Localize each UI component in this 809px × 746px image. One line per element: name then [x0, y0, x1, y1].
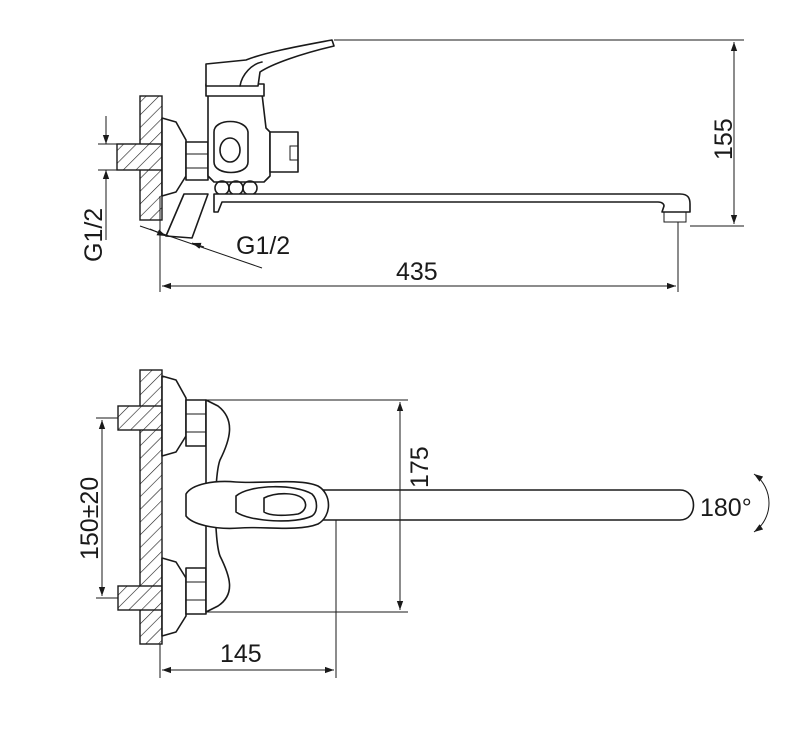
thread-vertical-label: G1/2	[80, 208, 108, 262]
top-inlet-upper	[117, 405, 163, 431]
length-label: 435	[396, 258, 438, 286]
side-lever-handle	[205, 39, 335, 87]
top-nut-upper	[185, 399, 207, 447]
thread-angled-label: G1/2	[236, 232, 290, 260]
side-inlet-pipe	[116, 143, 163, 171]
side-escutcheon	[161, 117, 187, 197]
top-escutcheon-lower	[161, 557, 187, 637]
top-wall	[139, 369, 163, 645]
side-view: G1/2 G1/2 155 435	[80, 39, 744, 292]
top-escutcheon-upper	[161, 375, 187, 457]
depth-label: 175	[406, 446, 434, 488]
rotation-arc	[753, 473, 770, 533]
top-nut-lower	[185, 567, 207, 615]
center-distance-label: 150±20	[76, 477, 104, 560]
top-lever-handle	[185, 480, 330, 530]
top-spout	[317, 489, 695, 521]
side-hex-nut	[185, 141, 209, 181]
side-diverter-knob	[269, 131, 299, 173]
side-eccentric-connector	[165, 193, 209, 239]
offset-label: 145	[220, 640, 262, 668]
height-label: 155	[710, 118, 738, 160]
top-inlet-lower	[117, 585, 163, 611]
top-view: 150±20 175 180° 145	[76, 369, 770, 678]
side-spout	[213, 193, 691, 213]
rotation-label: 180°	[700, 494, 752, 522]
